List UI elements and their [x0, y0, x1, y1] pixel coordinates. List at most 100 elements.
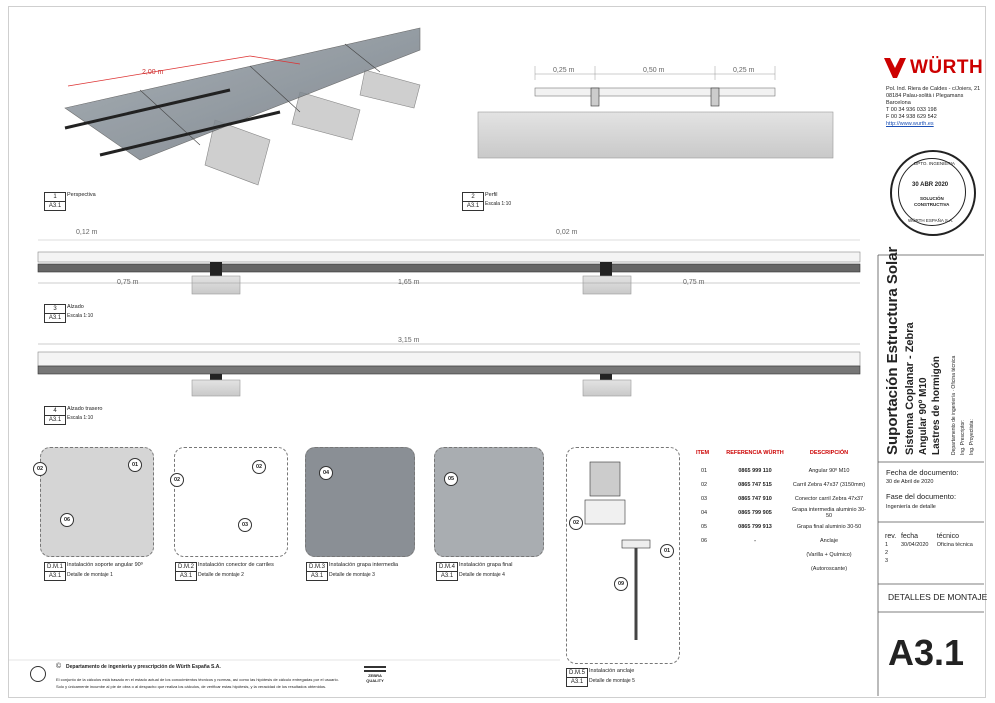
table-row: 05 0865 799 913 Grapa final aluminio 30-50 [695, 520, 867, 534]
project-proyectista: Ing. Proyectista: [969, 419, 975, 455]
ref-cell: - [754, 538, 756, 544]
engineering-stamp: DPTO. INGENIERIA 30 ABR 2020 SOLUCIÓN CO… [890, 150, 976, 236]
document-phase-value: Ingeniería de detalle [886, 504, 936, 510]
detail-4-tag: D.M.4 A3.1 [436, 562, 458, 581]
trasero-dimension: 3,15 m [398, 337, 420, 344]
view-1-title: Perspectiva [67, 192, 96, 198]
callout-d5-a: 02 [569, 516, 583, 530]
tech-cell: Oficina técnica [936, 542, 973, 548]
company-line-1: Pol. Ind. Riera de Caldes - c/Joiers, 21 [886, 86, 981, 92]
profile-dim-3: 0,25 m [733, 67, 755, 74]
stamp-top-text: DPTO. INGENIERIA [914, 161, 955, 166]
project-title: Suportación Estructura Solar [884, 246, 901, 455]
callout-d2-c: 03 [238, 518, 252, 532]
detail-5-subtitle: Detalle de montaje 5 [589, 678, 635, 684]
item-cell: 01 [701, 468, 708, 474]
stamp-date: 30 ABR 2020 [912, 182, 949, 188]
ref-cell [719, 562, 791, 576]
view-1-tag: 1 A3.1 [44, 192, 66, 211]
item-cell [695, 562, 719, 576]
detail-1-number: D.M.1 [45, 564, 65, 572]
table-row: (Autoroscante) [695, 562, 867, 576]
profile-drawing [477, 66, 834, 159]
detail-3-tag: D.M.3 A3.1 [306, 562, 328, 581]
detail-5-number: D.M.5 [567, 670, 587, 678]
sheet-border [8, 6, 986, 698]
document-date-label: Fecha de documento: [886, 468, 959, 477]
detail-2-number: D.M.2 [176, 564, 196, 572]
item-cell [695, 548, 719, 562]
footer-disclaimer-1: El conjunto de la cálculos está basado e… [56, 677, 339, 682]
date-cell [900, 557, 936, 565]
callout-d4-a: 05 [444, 472, 458, 486]
callout-d3-a: 04 [319, 466, 333, 480]
title-block-frame [877, 254, 984, 696]
company-fax: F 00 34 938 629 542 [886, 114, 937, 120]
desc-cell: Angular 90º M10 [808, 468, 850, 474]
sheet-name: DETALLES DE MONTAJE [888, 592, 988, 602]
view-2-title: Perfil [485, 192, 498, 198]
callout-d1-c: 06 [60, 513, 74, 527]
ref-cell: 0865 799 905 [738, 510, 772, 516]
detail-2-sheet: A3.1 [179, 573, 193, 579]
rev-cell: 3 [885, 558, 889, 564]
persp-dimension: 2,00 m [142, 69, 164, 76]
tech-cell [936, 549, 982, 557]
desc-cell: (Autoroscante) [810, 566, 848, 572]
alzado-bottom-dim-2: 1,65 m [398, 279, 420, 286]
tech-cell [936, 557, 982, 565]
company-line-2: 08184 Palau-solità i Plegamans [886, 93, 964, 99]
callout-d1-a: 02 [33, 462, 47, 476]
stamp-line-2: CONSTRUCTIVA [914, 202, 950, 207]
items-header-ref: REFERENCIA WÜRTH [726, 450, 784, 456]
view-4-scale: Escala 1:10 [67, 415, 94, 421]
detail-1-title: Instalación soporte angular 90º [67, 562, 143, 568]
ref-cell: 0865 747 910 [738, 496, 772, 502]
company-web-link[interactable]: http://www.wurth.es [886, 121, 934, 127]
desc-cell: Carril Zebra 47x37 (3150mm) [792, 482, 866, 488]
alzado-top-dim-1: 0,12 m [76, 229, 98, 236]
detail-3-subtitle: Detalle de montaje 3 [329, 572, 375, 578]
item-cell: 05 [701, 524, 708, 530]
desc-cell: Grapa intermedia aluminio 30-50 [792, 507, 866, 519]
table-row: 2 [884, 549, 982, 557]
view-1-sheet: A3.1 [48, 203, 62, 209]
brand-name: WÜRTH [910, 57, 984, 78]
sheet-code: A3.1 [888, 632, 965, 673]
detail-2-box [174, 447, 288, 557]
desc-cell: Grapa final aluminio 30-50 [796, 524, 862, 530]
project-subtitle-1: Sistema Coplanar - Zebra [904, 322, 916, 455]
date-cell [900, 549, 936, 557]
detail-5-box [566, 447, 680, 664]
revisions-table: rev. fecha técnico 1 30/04/2020 Oficina … [884, 532, 982, 565]
project-department: Departamento de ingeniería · Oficina téc… [951, 355, 957, 455]
detail-1-tag: D.M.1 A3.1 [44, 562, 66, 581]
perspective-drawing [64, 27, 421, 186]
table-row: 06-Anclaje [695, 534, 867, 548]
company-phone: T 00 34 936 033 198 [886, 107, 937, 113]
items-header-item: ITEM [696, 450, 710, 456]
detail-1-sheet: A3.1 [48, 573, 62, 579]
detail-5-tag: D.M.5 A3.1 [566, 668, 588, 687]
tech-header: técnico [936, 533, 959, 540]
document-date-value: 30 de Abril de 2020 [886, 479, 934, 485]
detail-3-sheet: A3.1 [310, 573, 324, 579]
footer-disclaimer-2: Solo y únicamente incumbe al pie de obra… [56, 684, 327, 689]
project-subtitle-3: Lastres de hormigón [931, 356, 942, 455]
zebra-quality-logo: ZEBRA QUALITY [364, 666, 386, 683]
footer-department: Departamento de ingeniería y prescripció… [66, 664, 221, 670]
profile-dim-2: 0,50 m [643, 67, 665, 74]
detail-3-box [305, 447, 415, 557]
ref-cell: 0865 799 913 [738, 524, 772, 530]
view-3-number: 3 [45, 305, 65, 314]
items-header-desc: DESCRIPCIÓN [809, 450, 849, 456]
ref-cell: 0865 999 110 [738, 468, 772, 474]
rear-elevation-drawing [37, 343, 861, 397]
detail-4-title: Instalación grapa final [459, 562, 513, 568]
detail-5-sheet: A3.1 [570, 679, 584, 685]
project-subtitle-2: Angular 90º M10 [918, 377, 929, 455]
detail-2-subtitle: Detalle de montaje 2 [198, 572, 244, 578]
stamp-bottom-text: WÜRTH ESPAÑA S.A. [908, 218, 954, 223]
